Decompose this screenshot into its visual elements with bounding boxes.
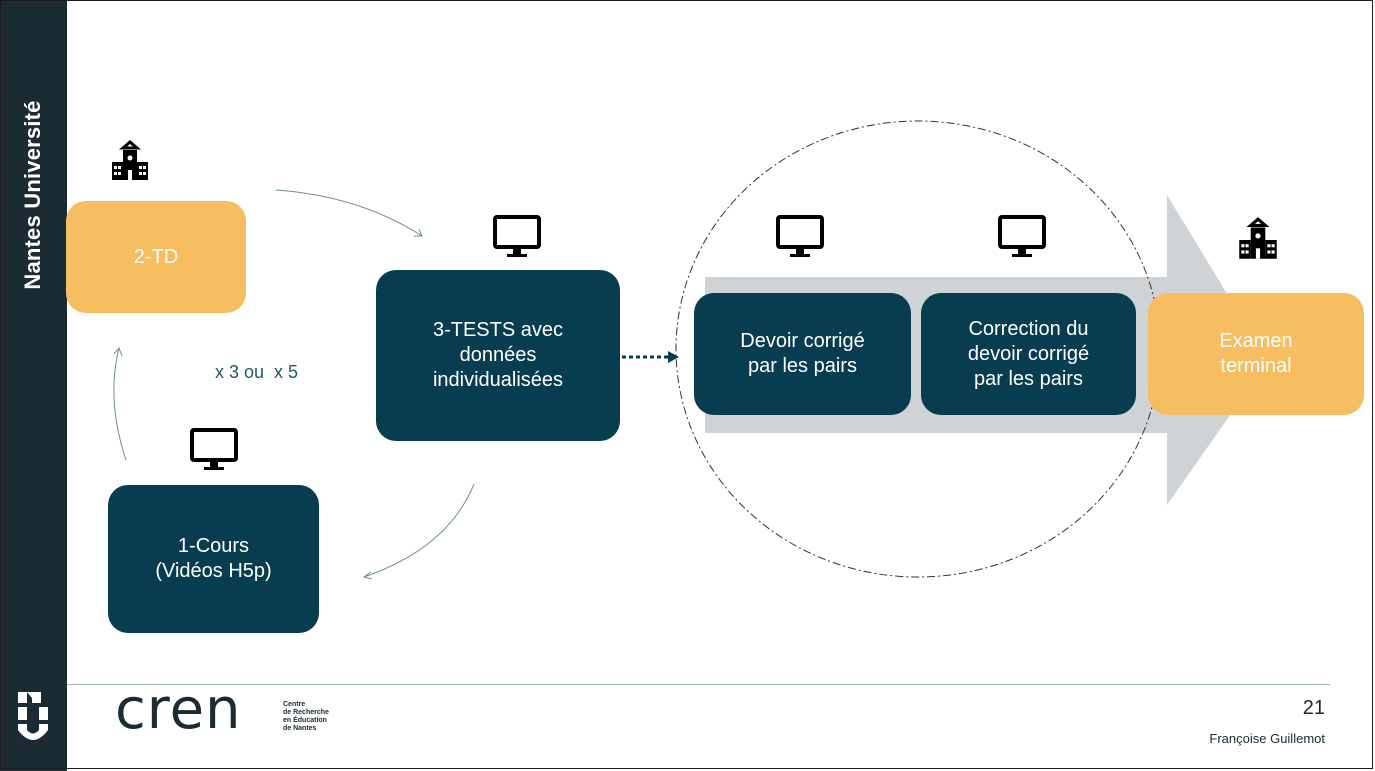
- node-correction: Correction du devoir corrigé par les pai…: [921, 293, 1136, 415]
- cren-subtitle-line: de Recherche: [283, 709, 329, 716]
- cycle-repetitions-label: x 3 ou x 5: [215, 362, 299, 382]
- cren-subtitle-line: en Éducation: [283, 717, 327, 724]
- node-examen: Examen terminal: [1148, 293, 1364, 415]
- page-number: 21: [1302, 697, 1325, 719]
- arrow-tests-to-cours: [363, 483, 475, 578]
- node-td: 2-TD: [66, 201, 246, 313]
- arrowhead-td-to-tests: [414, 228, 423, 237]
- footer-divider: [67, 684, 1330, 685]
- computer-monitor-icon: [776, 215, 824, 257]
- arrow-td-to-tests: [275, 189, 423, 237]
- node-cours: 1-Cours (Vidéos H5p): [108, 485, 319, 633]
- computer-monitor-icon: [190, 428, 238, 470]
- author-name: Françoise Guillemot: [1209, 731, 1325, 746]
- cren-subtitle-line: de Nantes: [283, 725, 317, 732]
- arrow-cours-to-td: [113, 347, 127, 461]
- cren-subtitle-line: Centre: [283, 701, 306, 708]
- cren-logo-text: cren: [115, 677, 242, 742]
- arrowhead-tests-to-cours: [362, 571, 373, 580]
- school-building-icon: [1239, 217, 1277, 259]
- school-building-icon: [112, 140, 148, 180]
- node-devoir: Devoir corrigé par les pairs: [694, 293, 911, 415]
- dotted-arrowhead: [668, 351, 679, 363]
- nantes-universite-logo-icon: [18, 692, 48, 740]
- computer-monitor-icon: [493, 215, 541, 257]
- computer-monitor-icon: [998, 215, 1046, 257]
- node-tests: 3-TESTS avec données individualisées: [376, 270, 620, 441]
- arrowhead-cours-to-td: [113, 347, 123, 357]
- sidebar: Nantes Université: [0, 0, 67, 771]
